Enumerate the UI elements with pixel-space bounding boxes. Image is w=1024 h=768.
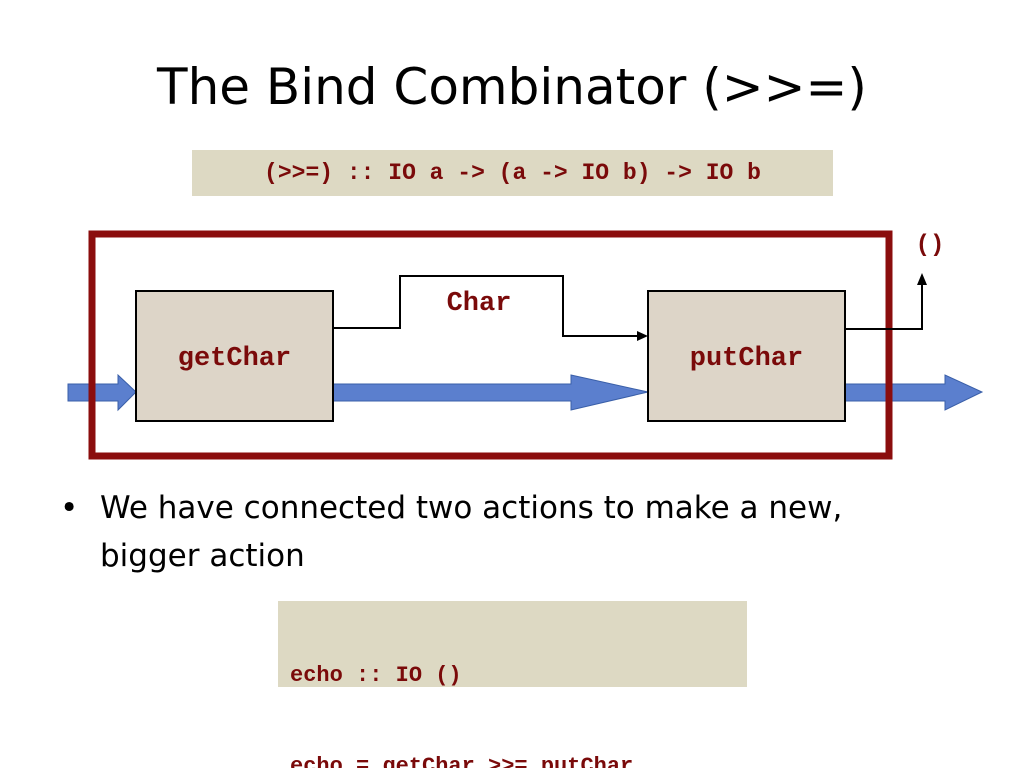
middle-world-arrow: [332, 374, 649, 411]
getchar-box: [135, 290, 334, 422]
input-world-arrow: [67, 373, 137, 412]
type-signature-box: (>>=) :: IO a -> (a -> IO b) -> IO b: [192, 150, 833, 196]
code-line-1: echo :: IO (): [290, 663, 462, 688]
bullet-marker: •: [60, 490, 79, 526]
slide-title: The Bind Combinator (>>=): [157, 58, 867, 116]
code-line-2: echo = getChar >>= putChar: [290, 754, 634, 768]
putchar-label: putChar: [690, 344, 803, 374]
char-type-label: Char: [447, 289, 512, 319]
combined-action-frame: [88, 230, 893, 460]
result-line: [845, 284, 923, 330]
getchar-label: getChar: [178, 344, 291, 374]
bullet-point: • We have connected two actions to make …: [60, 484, 940, 580]
echo-code-box: echo :: IO () echo = getChar >>= putChar: [278, 601, 747, 768]
char-connector-line: [333, 275, 638, 337]
unit-result-label: (): [916, 232, 945, 259]
putchar-box: [647, 290, 846, 422]
bullet-text: We have connected two actions to make a …: [100, 490, 843, 574]
char-connector-arrowhead: [637, 331, 648, 341]
output-world-arrow: [844, 374, 984, 411]
result-arrowhead: [917, 273, 927, 285]
